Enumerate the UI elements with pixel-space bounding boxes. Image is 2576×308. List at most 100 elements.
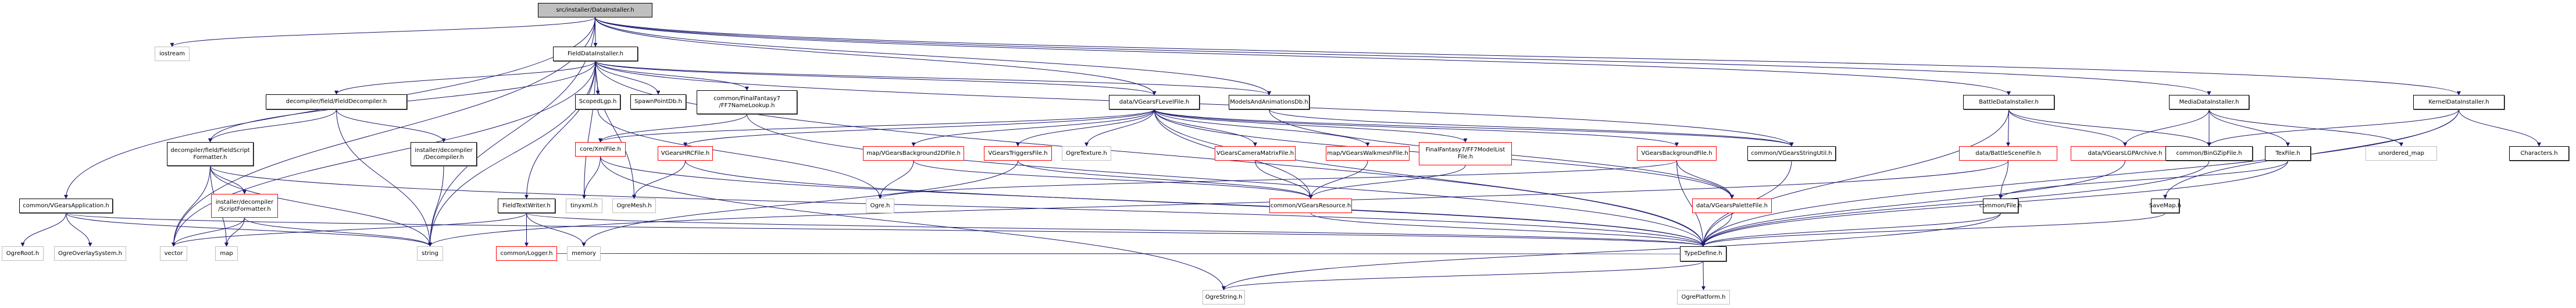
node-label: OgreTexture.h [1066, 150, 1107, 157]
node-bin-gzip-file[interactable]: common/BinGZipFile.h [2165, 146, 2253, 161]
node-walkmesh-file[interactable]: map/VGearsWalkmeshFile.h [1326, 146, 1410, 161]
node-label: OgrePlatform.h [1681, 293, 1726, 300]
edge-battledatainstaller-to-bingzip [2008, 109, 2211, 147]
node-label: decompiler/field/FieldScript Formatter.h [170, 147, 250, 161]
edge-background2d-to-vgearsresource [913, 160, 1313, 199]
edge-texfile-to-commonfile [1999, 160, 2288, 199]
edge-root-to-modelsanims [595, 17, 1271, 95]
node-palette-file[interactable]: data/VGearsPaletteFile.h [1692, 199, 1772, 213]
node-script-formatter[interactable]: installer/decompiler /ScriptFormatter.h [211, 194, 278, 218]
edge-flevelfile-to-typedefine [1154, 109, 1706, 247]
node-label: data/VGearsPaletteFile.h [1696, 202, 1768, 209]
node-ogre-root[interactable]: OgreRoot.h [2, 246, 44, 261]
node-models-and-animations-db[interactable]: ModelsAndAnimationsDb.h [1229, 95, 1310, 109]
node-vgears-resource[interactable]: common/VGearsResource.h [1269, 199, 1352, 213]
edge-commonfile-to-typedefine [1701, 213, 2001, 247]
edge-fielddatainstaller-to-fieldtextwriter [525, 61, 596, 199]
node-kernel-data-installer[interactable]: KernelDataInstaller.h [2413, 95, 2504, 109]
node-field-data-installer[interactable]: FieldDataInstaller.h [553, 47, 638, 61]
node-field-text-writer[interactable]: FieldTextWriter.h [498, 199, 555, 213]
edge-flevelfile-to-xmlfile [598, 109, 1155, 143]
node-vgears-application[interactable]: common/VGearsApplication.h [19, 199, 113, 213]
node-background-2d-file[interactable]: map/VGearsBackground2DFile.h [863, 146, 964, 161]
node-field-decompiler[interactable]: decompiler/field/FieldDecompiler.h [266, 94, 407, 109]
node-spawn-point-db[interactable]: SpawnPointDb.h [630, 94, 686, 109]
node-battle-data-installer[interactable]: BattleDataInstaller.h [1963, 95, 2054, 109]
node-hrc-file[interactable]: VGearsHRCFile.h [658, 146, 713, 161]
node-label: tinyxml.h [570, 202, 598, 209]
node-ogre-mesh[interactable]: OgreMesh.h [612, 199, 656, 213]
edge-kerneldatainstaller-to-characters [2459, 109, 2541, 147]
node-camera-matrix-file[interactable]: VGearsCameraMatrixFile.h [1215, 146, 1296, 161]
node-label: VGearsCameraMatrixFile.h [1216, 150, 1294, 157]
node-characters[interactable]: Characters.h [2509, 146, 2569, 161]
node-label: TexFile.h [2275, 150, 2300, 157]
node-unordered-map[interactable]: unordered_map [2366, 146, 2437, 161]
edge-root-to-battledatainstaller [595, 17, 2011, 95]
node-field-script-formatter[interactable]: decompiler/field/FieldScript Formatter.h [167, 142, 254, 166]
node-ogre-texture[interactable]: OgreTexture.h [1062, 146, 1111, 161]
node-vector[interactable]: vector [160, 246, 187, 261]
edge-root-to-vector [172, 17, 595, 247]
node-label: data/VGearsLGPArchive.h [2088, 150, 2163, 157]
node-string-util[interactable]: common/VGearsStringUtil.h [1747, 146, 1836, 161]
node-label: Characters.h [2520, 150, 2558, 157]
node-label: VGearsBackgroundFile.h [1641, 150, 1712, 157]
node-string[interactable]: string [417, 246, 443, 261]
edge-vgearsresource-to-typedefine [1310, 213, 1706, 247]
node-battle-scene-file[interactable]: data/BattleSceneFile.h [1959, 146, 2057, 161]
node-label: memory [572, 250, 596, 257]
edge-battlescene-to-string [428, 160, 2008, 247]
node-map[interactable]: map [215, 246, 238, 261]
node-ff7-name-lookup[interactable]: common/FinalFantasy7 /FF7NameLookup.h [697, 90, 797, 114]
edge-backgroundfile-to-ogreh [878, 160, 1677, 199]
edge-fielddecompiler-to-string [336, 109, 432, 247]
edge-backgroundfile-to-typedefine [1676, 160, 1706, 247]
node-scoped-lgp[interactable]: ScopedLgp.h [575, 94, 620, 109]
node-logger[interactable]: common/Logger.h [496, 246, 557, 261]
node-type-define[interactable]: TypeDefine.h [1680, 246, 1726, 261]
node-label: SpawnPointDb.h [634, 98, 682, 105]
edge-walkmesh-to-vgearsresource [1308, 160, 1368, 199]
node-label: map [220, 250, 233, 257]
node-ogre-overlay-system[interactable]: OgreOverlaySystem.h [54, 246, 126, 261]
node-label: data/VGearsFLevelFile.h [1119, 98, 1190, 105]
edge-mediadatainstaller-to-lgparchive [2123, 109, 2210, 147]
node-label: KernelDataInstaller.h [2428, 98, 2489, 105]
node-ogre-platform[interactable]: OgrePlatform.h [1677, 290, 1730, 305]
edge-fieldscriptformatter-to-scriptformatter [210, 165, 247, 194]
node-label: map/VGearsWalkmeshFile.h [1327, 150, 1408, 157]
node-decompiler[interactable]: installer/decompiler /Decompiler.h [411, 142, 477, 166]
node-ogre-string[interactable]: OgreString.h [1203, 290, 1245, 305]
node-model-list-file[interactable]: FinalFantasy7/FF7ModelList File.h [1419, 142, 1512, 165]
edge-flevelfile-to-modellist [1154, 109, 1468, 143]
node-ogre-h[interactable]: Ogre.h [866, 199, 894, 213]
edge-modellist-to-vgearsresource [1308, 165, 1466, 199]
node-common-file[interactable]: common/File.h [1979, 199, 2022, 213]
node-flevel-file[interactable]: data/VGearsFLevelFile.h [1109, 95, 1200, 109]
edge-fieldscriptformatter-to-string [210, 165, 432, 247]
edge-battledatainstaller-to-lgparchive [2008, 109, 2127, 147]
node-label: FinalFantasy7/FF7ModelList File.h [1425, 147, 1505, 160]
node-label: BattleDataInstaller.h [1979, 98, 2039, 105]
node-tinyxml[interactable]: tinyxml.h [566, 199, 602, 213]
node-media-data-installer[interactable]: MediaDataInstaller.h [2169, 95, 2249, 109]
edge-flevelfile-to-triggersfile [1016, 109, 1155, 147]
node-label: string [422, 250, 438, 257]
node-label: OgreMesh.h [616, 202, 652, 209]
node-memory[interactable]: memory [567, 246, 601, 261]
node-root[interactable]: src/installer/DataInstaller.h [538, 3, 652, 17]
node-xml-file[interactable]: core/XmlFile.h [575, 142, 626, 157]
edge-lgparchive-to-typedefine [1701, 160, 2125, 247]
node-tex-file[interactable]: TexFile.h [2265, 146, 2311, 161]
node-label: installer/decompiler /ScriptFormatter.h [215, 199, 274, 213]
edge-triggersfile-to-vgearsresource [1018, 160, 1313, 199]
node-lgp-archive[interactable]: data/VGearsLGPArchive.h [2071, 146, 2179, 161]
node-triggers-file[interactable]: VGearsTriggersFile.h [984, 146, 1052, 161]
edge-vgearsapplication-to-ogreoverlaysystem [66, 213, 92, 247]
edge-fielddatainstaller-to-vector [172, 61, 596, 247]
node-background-file[interactable]: VGearsBackgroundFile.h [1637, 146, 1717, 161]
node-save-map[interactable]: SaveMap.h [2149, 199, 2181, 213]
node-iostream[interactable]: iostream [155, 47, 190, 61]
